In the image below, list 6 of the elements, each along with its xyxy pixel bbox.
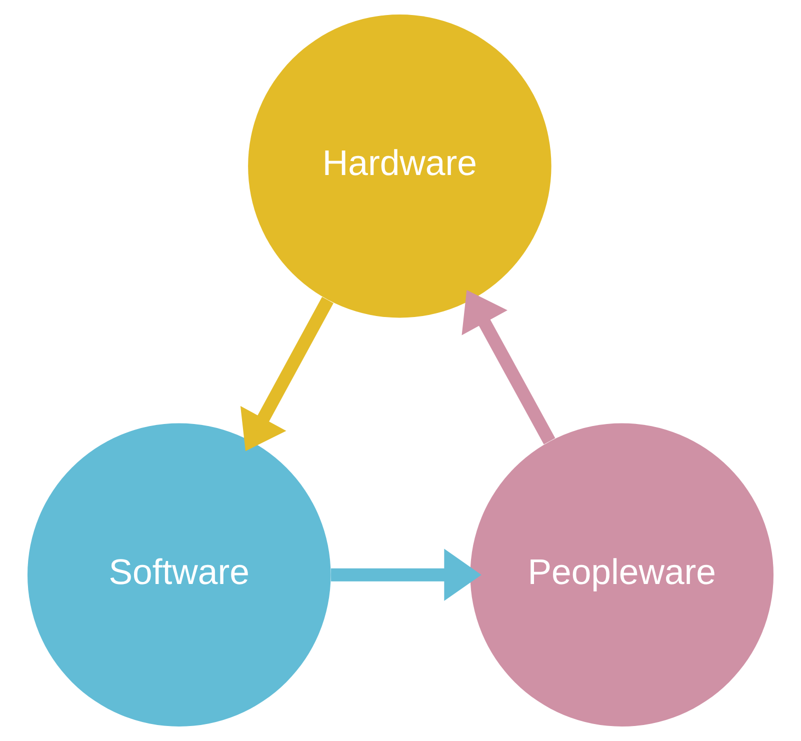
arrow <box>240 296 334 452</box>
node-circle: Software <box>27 423 331 726</box>
node-circle: Hardware <box>248 14 552 318</box>
arrow <box>462 290 556 444</box>
arrow <box>330 548 482 601</box>
node-circle: Peopleware <box>470 423 774 726</box>
